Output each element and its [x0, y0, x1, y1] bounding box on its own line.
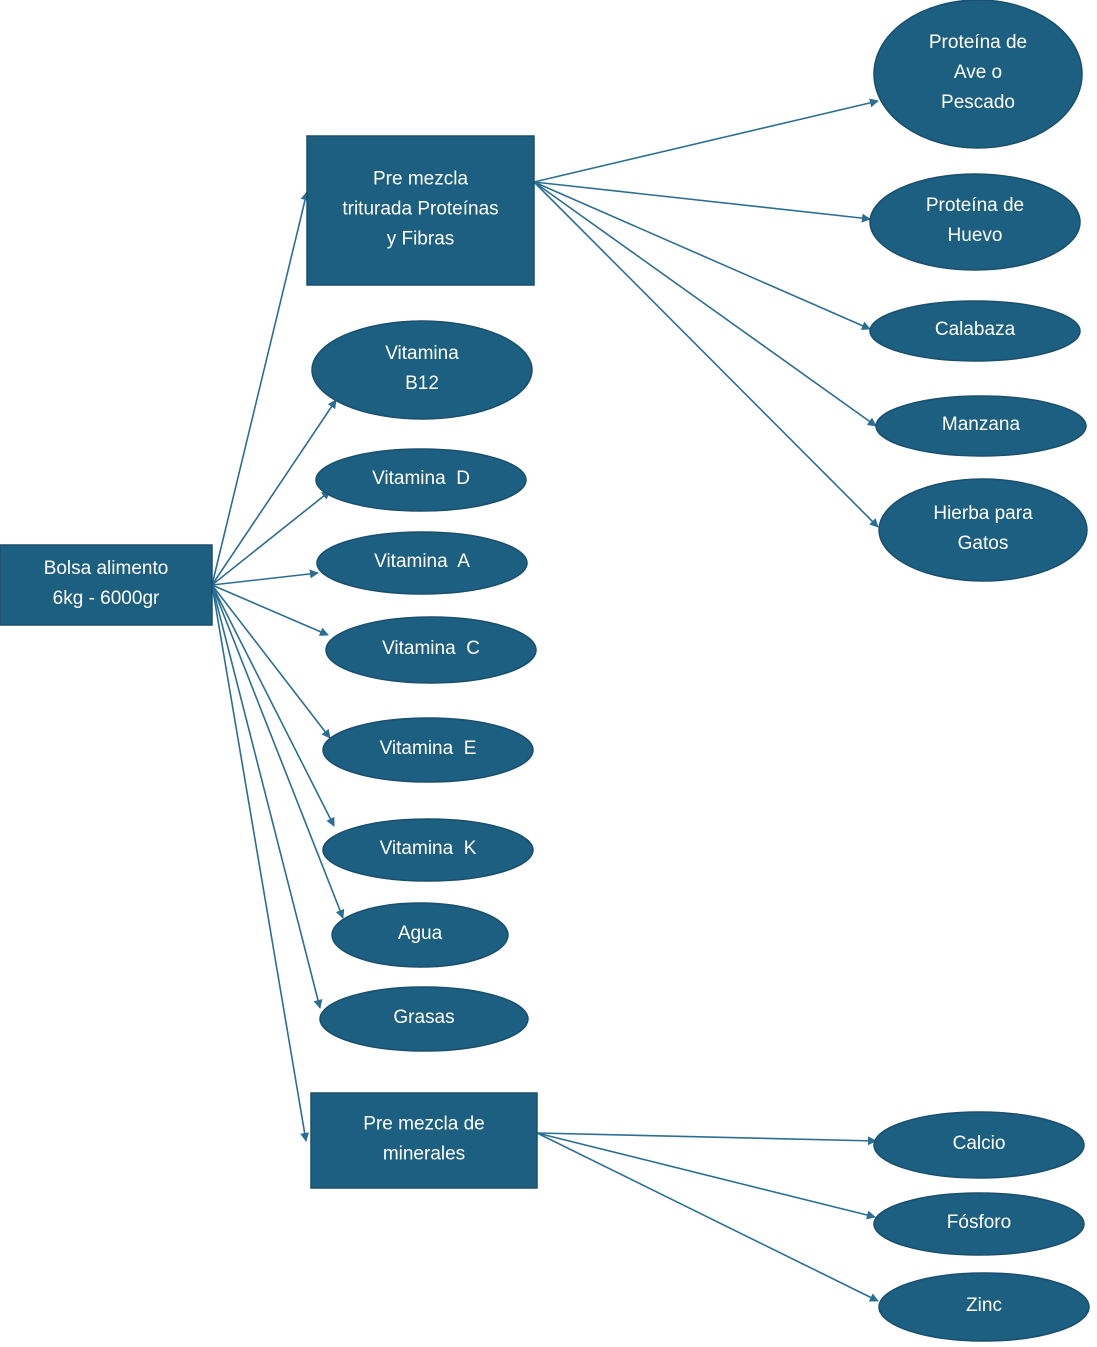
node-label-manzana-line-0: Manzana: [942, 414, 1021, 435]
node-ellipse-vit_a: [316, 531, 528, 595]
node-label-prot_huevo-line-1: Huevo: [948, 225, 1003, 246]
edge-root-to-vit_d: [211, 490, 331, 586]
edge-premix_protein-to-calabaza: [533, 181, 871, 330]
node-premix_protein: Pre mezcla triturada Proteínas y Fibras: [306, 135, 535, 286]
node-ellipse-vit_e: [322, 717, 534, 783]
node-root: Bolsa alimento 6kg - 6000gr: [0, 544, 213, 626]
node-premix_minerals: Pre mezcla de minerales: [310, 1092, 538, 1189]
edge-root-to-vit_e: [211, 584, 331, 739]
edge-root-to-vit_a: [211, 569, 319, 586]
node-label-prot_ave-line-0: Proteína de: [929, 32, 1027, 53]
edge-premix_protein-to-hierba: [533, 181, 879, 528]
node-label-premix_protein-line-0: Pre mezcla: [373, 169, 468, 190]
node-label-prot_huevo-line-0: Proteína de: [926, 195, 1024, 216]
node-vit_d: Vitamina D: [315, 448, 527, 512]
node-label-vit_k-line-0: Vitamina K: [380, 838, 477, 859]
node-ellipse-prot_ave: [873, 0, 1083, 149]
node-label-premix_protein-line-2: y Fibras: [387, 229, 455, 250]
edge-root-to-vit_c: [211, 584, 329, 636]
edge-premix_minerals-to-zinc: [536, 1132, 879, 1302]
node-label-hierba-line-0: Hierba para: [933, 503, 1033, 524]
node-label-premix_minerals-line-0: Pre mezcla de: [363, 1114, 484, 1135]
node-label-vit_d-line-0: Vitamina D: [372, 468, 470, 489]
node-label-premix_minerals-line-1: minerales: [383, 1144, 465, 1165]
node-label-fosforo-line-0: Fósforo: [947, 1212, 1011, 1233]
node-label-premix_protein-line-1: triturada Proteínas: [342, 199, 498, 220]
node-label-grasas-line-0: Grasas: [393, 1007, 454, 1028]
node-ellipse-prot_huevo: [869, 173, 1081, 271]
node-label-root-line-0: Bolsa alimento: [44, 558, 169, 579]
node-label-root-line-1: 6kg - 6000gr: [53, 588, 160, 609]
node-label-vit_c-line-0: Vitamina C: [382, 638, 480, 659]
edge-root-to-vit_b12: [211, 399, 337, 586]
node-zinc: Zinc: [878, 1272, 1090, 1342]
node-vit_a: Vitamina A: [316, 531, 528, 595]
edge-root-to-premix_minerals: [211, 584, 310, 1142]
node-ellipse-vit_b12: [311, 320, 533, 420]
edge-root-to-premix_protein: [211, 191, 310, 586]
node-ellipse-fosforo: [873, 1192, 1085, 1256]
node-agua: Agua: [331, 902, 509, 968]
node-ellipse-grasas: [319, 986, 529, 1052]
node-prot_huevo: Proteína de Huevo: [869, 173, 1081, 271]
node-ellipse-zinc: [878, 1272, 1090, 1342]
node-vit_k: Vitamina K: [322, 818, 534, 882]
node-label-hierba-line-1: Gatos: [958, 533, 1009, 554]
node-ellipse-hierba: [878, 478, 1088, 582]
node-ellipse-calabaza: [869, 300, 1081, 362]
edge-root-to-vit_k: [211, 584, 335, 827]
node-ellipse-vit_k: [322, 818, 534, 882]
node-label-calabaza-line-0: Calabaza: [935, 319, 1016, 340]
edge-root-to-grasas: [211, 584, 323, 1009]
node-vit_e: Vitamina E: [322, 717, 534, 783]
node-label-zinc-line-0: Zinc: [966, 1295, 1002, 1316]
node-box-premix_minerals: [310, 1092, 538, 1189]
node-prot_ave: Proteína de Ave o Pescado: [873, 0, 1083, 149]
node-label-agua-line-0: Agua: [398, 923, 443, 944]
edge-root-to-agua: [211, 584, 345, 919]
node-box-premix_protein: [306, 135, 535, 286]
node-ellipse-agua: [331, 902, 509, 968]
node-calabaza: Calabaza: [869, 300, 1081, 362]
node-ellipse-calcio: [873, 1111, 1085, 1179]
node-label-calcio-line-0: Calcio: [953, 1133, 1006, 1154]
node-grasas: Grasas: [319, 986, 529, 1052]
node-label-prot_ave-line-2: Pescado: [941, 92, 1015, 113]
edge-premix_minerals-to-fosforo: [536, 1132, 876, 1220]
node-label-vit_a-line-0: Vitamina A: [374, 551, 470, 572]
node-label-vit_e-line-0: Vitamina E: [380, 738, 477, 759]
node-ellipse-manzana: [875, 395, 1087, 457]
edge-premix_protein-to-manzana: [533, 181, 877, 427]
node-calcio: Calcio: [873, 1111, 1085, 1179]
edge-premix_minerals-to-calcio: [536, 1132, 877, 1146]
node-box-root: [0, 544, 213, 626]
node-ellipse-vit_c: [325, 616, 537, 684]
node-label-vit_b12-line-0: Vitamina: [385, 343, 459, 364]
node-manzana: Manzana: [875, 395, 1087, 457]
node-label-prot_ave-line-1: Ave o: [954, 62, 1002, 83]
node-ellipse-vit_d: [315, 448, 527, 512]
edges-layer: [211, 98, 879, 1302]
node-vit_c: Vitamina C: [325, 616, 537, 684]
node-fosforo: Fósforo: [873, 1192, 1085, 1256]
edge-premix_protein-to-prot_huevo: [533, 181, 871, 223]
node-label-vit_b12-line-1: B12: [405, 373, 439, 394]
edge-premix_protein-to-prot_ave: [533, 98, 879, 183]
